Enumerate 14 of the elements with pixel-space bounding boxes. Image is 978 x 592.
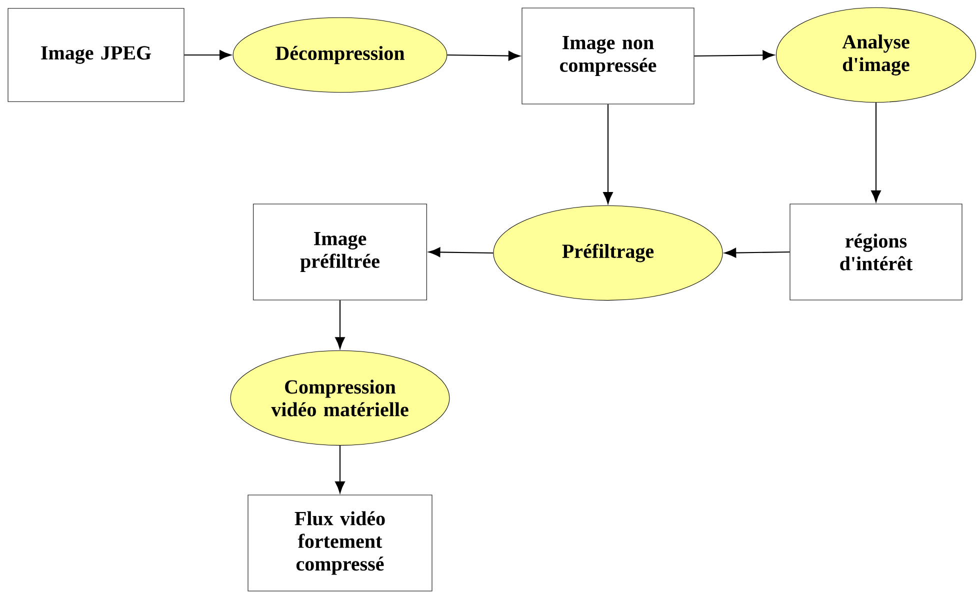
arrow (335, 300, 345, 349)
data-box: régions d'intérêt (790, 204, 962, 300)
arrow (724, 248, 790, 258)
data-box: Image préfiltrée (253, 204, 427, 300)
data-box: Image JPEG (8, 8, 184, 102)
arrow (603, 104, 613, 204)
arrow (871, 102, 881, 202)
arrow (694, 50, 774, 60)
data-box: Image non compressée (522, 8, 694, 104)
arrow (428, 247, 494, 258)
arrow (447, 50, 520, 61)
arrow (184, 50, 232, 60)
arrow (335, 446, 345, 494)
data-box: Flux vidéo fortement compressé (248, 494, 432, 592)
